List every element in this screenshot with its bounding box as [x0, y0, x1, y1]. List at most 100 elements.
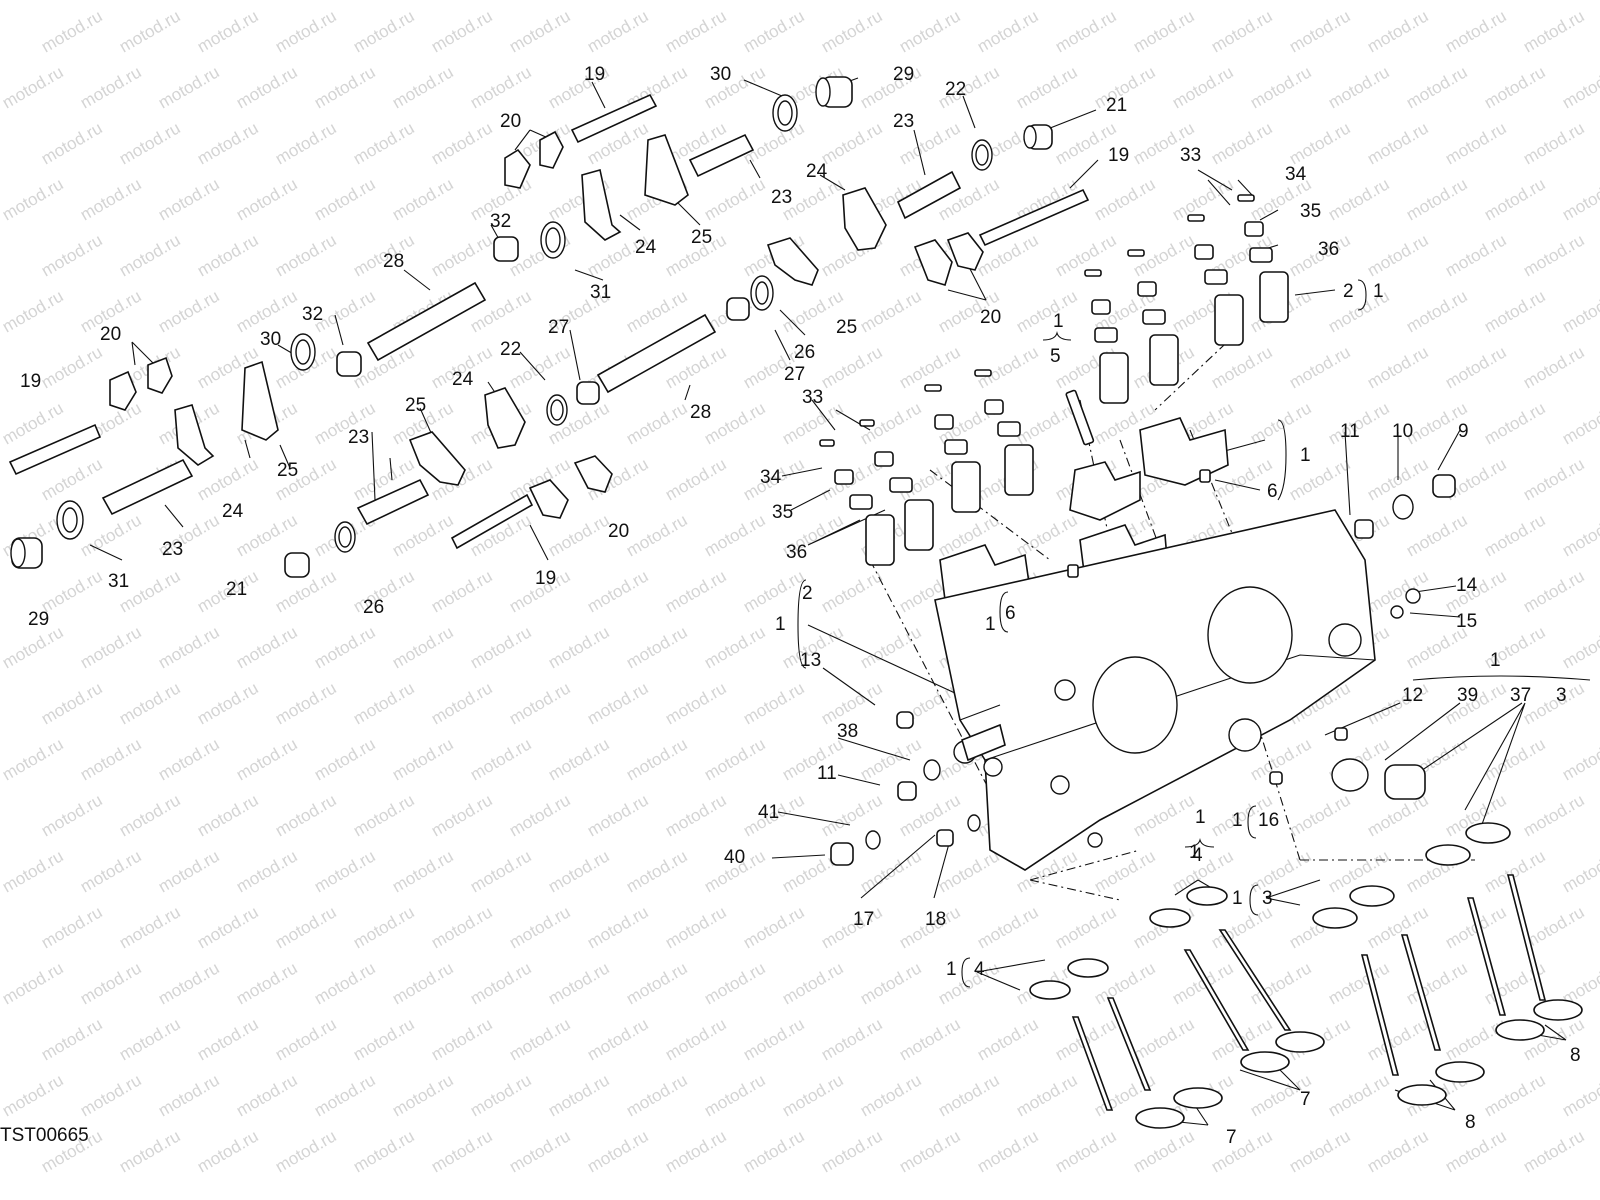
callout-29a: 29	[893, 64, 915, 85]
callout-6b: 6	[1005, 603, 1016, 624]
callout-23c: 23	[348, 427, 370, 448]
callout-31b: 31	[108, 571, 130, 592]
dowel-6a	[1199, 469, 1211, 483]
callout-14a: 14	[1456, 575, 1478, 596]
callout-1h: 1	[1232, 810, 1243, 831]
head-bolt-5	[1065, 389, 1095, 446]
valve-8a	[1360, 954, 1400, 1076]
washer-18	[967, 814, 981, 832]
rocker-shafts	[8, 93, 1090, 550]
callout-23d: 23	[162, 539, 184, 560]
callout-20a: 20	[500, 111, 522, 132]
callout-1k: 1	[946, 959, 957, 980]
callout-19c: 19	[20, 371, 42, 392]
callout-35a: 35	[1300, 201, 1322, 222]
springs	[56, 94, 993, 553]
callout-4-upper: 4	[1192, 845, 1203, 866]
callout-1e: 1	[985, 614, 996, 635]
shaft-19d	[450, 493, 534, 550]
callout-27b: 27	[784, 364, 806, 385]
plug-11b	[897, 781, 917, 801]
shaft-23d	[356, 478, 430, 526]
valve-8b	[1466, 897, 1507, 1016]
callout-22a: 22	[945, 79, 967, 100]
shaft-19c	[8, 423, 102, 476]
callout-36a: 36	[1318, 239, 1340, 260]
callout-1j: 1	[1232, 888, 1243, 909]
washer-15	[1390, 605, 1404, 619]
valve-seat-3b	[1425, 844, 1471, 866]
callout-1d: 1	[775, 614, 786, 635]
callout-3a: 3	[1556, 685, 1567, 706]
callout-25a: 25	[691, 227, 713, 248]
callout-37a: 37	[1510, 685, 1532, 706]
callout-33b: 33	[802, 387, 824, 408]
oring-38	[923, 759, 941, 781]
callout-20d: 20	[608, 521, 630, 542]
callout-1b: 1	[1053, 311, 1064, 332]
callout-13a: 13	[800, 650, 822, 671]
callout-24c: 24	[452, 369, 474, 390]
callout-7a: 7	[1300, 1089, 1311, 1110]
callout-19d: 19	[535, 568, 557, 589]
callout-17a: 17	[853, 909, 875, 930]
callout-34a: 34	[1285, 164, 1307, 185]
dowel-16	[1269, 771, 1283, 785]
callout-1g: 1	[1195, 807, 1206, 828]
oring-39	[1331, 758, 1369, 792]
rocker-arms	[109, 130, 984, 519]
callout-8b: 8	[1465, 1112, 1476, 1133]
dowel-12	[1334, 727, 1348, 741]
callout-9a: 9	[1458, 421, 1469, 442]
bushings	[10, 76, 1053, 578]
callout-34b: 34	[760, 467, 782, 488]
callout-16a: 16	[1258, 810, 1280, 831]
callout-30b: 30	[260, 329, 282, 350]
callout-10a: 10	[1392, 421, 1414, 442]
rocker-20c	[913, 239, 953, 286]
callout-32a: 32	[490, 211, 512, 232]
plug-11a	[1354, 519, 1374, 539]
rocker-24a	[581, 169, 622, 241]
sensor-37	[1384, 764, 1426, 800]
rocker-20a	[504, 148, 531, 189]
callout-26b: 26	[363, 597, 385, 618]
callout-20b: 20	[100, 324, 122, 345]
rocker-24b	[842, 187, 887, 251]
callout-18a: 18	[925, 909, 947, 930]
callout-25d: 25	[277, 460, 299, 481]
valve-seat-4b	[1149, 908, 1191, 928]
callout-31a: 31	[590, 282, 612, 303]
callout-24a: 24	[806, 161, 828, 182]
callout-11b: 11	[817, 763, 837, 784]
shaft-28a	[366, 281, 487, 362]
callout-21b: 21	[226, 579, 248, 600]
callout-1f: 1	[1490, 650, 1501, 671]
callout-19a: 19	[584, 64, 606, 85]
callout-29b: 29	[28, 609, 50, 630]
bushing-27b	[576, 381, 600, 405]
callout-1c: 1	[1300, 445, 1311, 466]
callout-4b: 4	[974, 959, 985, 980]
valve-7b	[1183, 949, 1250, 1051]
rocker-25c	[241, 360, 279, 441]
shaft-23c	[101, 458, 194, 516]
shaft-19a	[570, 93, 658, 144]
callout-23b: 23	[771, 187, 793, 208]
valve-tappets	[819, 194, 1289, 566]
callout-32b: 32	[302, 304, 324, 325]
callout-2b: 2	[802, 583, 813, 604]
oring-10	[1392, 494, 1414, 520]
diagram-code: TST00665	[0, 1125, 89, 1146]
dowel-13	[896, 711, 914, 729]
shaft-19b	[978, 188, 1090, 247]
dowel-6b	[1067, 564, 1079, 578]
callout-5a: 5	[1050, 346, 1061, 367]
callout-27a: 27	[548, 317, 570, 338]
callout-3b: 3	[1262, 888, 1273, 909]
callout-6a: 6	[1267, 481, 1278, 502]
bushing-27a	[726, 297, 750, 321]
callout-38a: 38	[837, 721, 859, 742]
callout-19b: 19	[1108, 145, 1130, 166]
